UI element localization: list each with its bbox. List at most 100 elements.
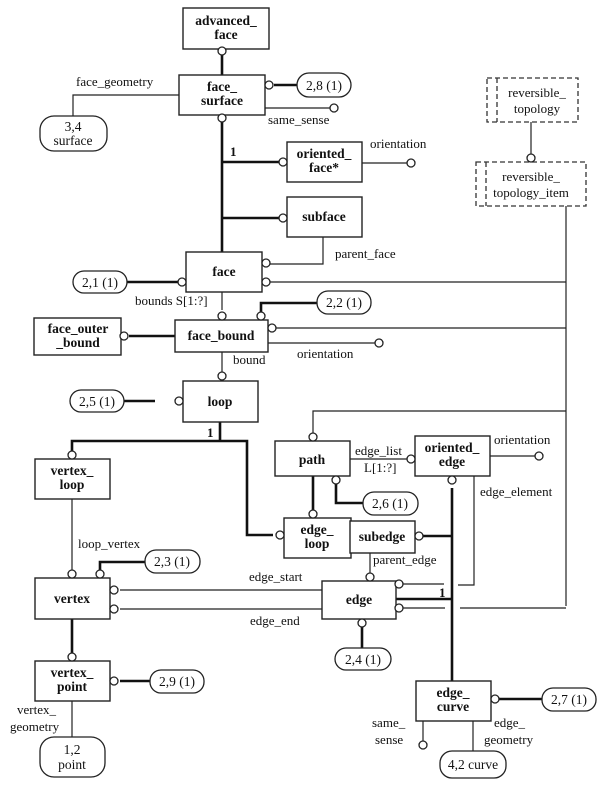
page-ref-text: 2,5 (1) <box>79 394 115 409</box>
entity-name: subedge <box>359 529 406 544</box>
label-oe-orientation: orientation <box>494 432 551 447</box>
end-circle <box>261 258 271 268</box>
end-circle <box>119 331 129 341</box>
label-oneof-loop: 1 <box>207 425 214 440</box>
entity-name: face <box>214 27 237 42</box>
entity-vertex-point[interactable]: vertex_ point <box>34 660 111 702</box>
entity-name: face_bound <box>188 328 255 343</box>
end-circle <box>447 475 457 485</box>
label-edge-list-aggregate: L[1:?] <box>364 460 396 475</box>
page-ref-2-5[interactable]: 2,5 (1) <box>69 389 125 413</box>
entity-edge-loop[interactable]: edge_ loop <box>283 517 352 559</box>
entity-name: edge_ <box>301 522 334 537</box>
entity-face-bound[interactable]: face_bound <box>174 319 269 353</box>
page-ref-2-4[interactable]: 2,4 (1) <box>334 647 392 671</box>
entity-name: surface <box>201 93 243 108</box>
type-reversible-topology[interactable]: reversible_ topology <box>486 77 579 123</box>
end-circle <box>331 475 341 485</box>
entity-vertex[interactable]: vertex <box>34 577 111 620</box>
label-parent-edge: parent_edge <box>373 552 437 567</box>
entity-name: loop <box>305 536 330 551</box>
page-ref-2-3[interactable]: 2,3 (1) <box>144 549 201 574</box>
entity-name: oriented_ <box>425 440 480 455</box>
end-circle <box>278 213 288 223</box>
attr-line-face-geometry <box>72 94 180 116</box>
entity-vertex-loop[interactable]: vertex_ loop <box>34 458 111 500</box>
end-circle <box>177 277 187 287</box>
end-circle <box>95 569 105 579</box>
page-ref-surface[interactable]: 3,4 surface <box>39 115 108 152</box>
end-circle <box>534 451 544 461</box>
page-ref-curve[interactable]: 4,2 curve <box>439 750 507 779</box>
page-ref-text: 4,2 curve <box>448 757 498 772</box>
entity-edge-curve[interactable]: edge_ curve <box>415 680 492 722</box>
end-circle <box>109 676 119 686</box>
end-circle <box>174 396 184 406</box>
end-circle <box>67 450 77 460</box>
entity-oriented-face[interactable]: oriented_ face* <box>286 141 363 183</box>
type-name: reversible_ <box>502 169 560 184</box>
page-ref-text: point <box>58 757 86 772</box>
entity-name: curve <box>437 699 469 714</box>
end-circle <box>490 694 500 704</box>
select-line-path <box>312 410 566 438</box>
page-ref-point[interactable]: 1,2 point <box>39 736 106 778</box>
entity-name: edge <box>439 454 465 469</box>
end-circle <box>264 80 274 90</box>
entity-edge[interactable]: edge <box>321 580 397 620</box>
page-ref-2-8[interactable]: 2,8 (1) <box>296 72 352 98</box>
entity-name: face* <box>309 160 339 175</box>
entity-name: advanced_ <box>195 13 257 28</box>
label-edge-list: edge_list <box>355 443 402 458</box>
entity-name: oriented_ <box>297 146 352 161</box>
end-circle <box>256 311 266 321</box>
end-circle <box>414 531 424 541</box>
entity-name: loop <box>60 477 85 492</box>
end-circle <box>67 569 77 579</box>
end-circle <box>217 311 227 321</box>
entity-face-surface[interactable]: face_ surface <box>178 74 266 116</box>
entity-face-outer-bound[interactable]: face_outer _bound <box>33 317 122 356</box>
entity-oriented-edge[interactable]: oriented_ edge <box>414 435 491 477</box>
end-circle <box>109 585 119 595</box>
page-ref-2-7[interactable]: 2,7 (1) <box>541 687 597 712</box>
type-name: topology <box>514 101 561 116</box>
end-circle <box>418 740 428 750</box>
entity-name: face <box>212 264 235 279</box>
end-circle <box>526 153 536 163</box>
entity-name: loop <box>208 394 233 409</box>
label-same-sense: same_sense <box>268 112 330 127</box>
line-vertex-ref23 <box>98 560 146 570</box>
page-ref-text: 2,2 (1) <box>326 295 362 310</box>
entity-path[interactable]: path <box>274 440 351 477</box>
entity-advanced-face[interactable]: advanced_ face <box>182 7 270 50</box>
page-ref-2-2[interactable]: 2,2 (1) <box>316 290 372 315</box>
page-ref-text: 3,4 <box>65 119 82 134</box>
end-circle <box>267 323 277 333</box>
label-bounds: bounds S[1:?] <box>135 293 208 308</box>
end-circle <box>357 618 367 628</box>
label-of-orientation: orientation <box>370 136 427 151</box>
label-vertex-geometry: geometry <box>10 719 60 734</box>
page-ref-text: 1,2 <box>64 742 81 757</box>
page-ref-text: surface <box>54 133 93 148</box>
entity-face[interactable]: face <box>185 251 263 293</box>
page-ref-2-1[interactable]: 2,1 (1) <box>72 270 128 294</box>
page-ref-2-6[interactable]: 2,6 (1) <box>362 491 419 516</box>
page-ref-text: 2,1 (1) <box>82 275 118 290</box>
entity-loop[interactable]: loop <box>182 380 259 423</box>
subtype-branch-vertex-edge-loop <box>70 439 273 537</box>
entity-name: vertex <box>54 591 90 606</box>
entity-subface[interactable]: subface <box>286 196 363 238</box>
entity-name: face_ <box>207 79 237 94</box>
page-ref-text: 2,7 (1) <box>551 692 587 707</box>
label-ec-same-sense: sense <box>375 732 403 747</box>
label-edge-start: edge_start <box>249 569 303 584</box>
entity-subedge[interactable]: subedge <box>349 520 416 554</box>
page-ref-2-9[interactable]: 2,9 (1) <box>149 669 205 694</box>
label-bound: bound <box>233 352 266 367</box>
type-reversible-topology-item[interactable]: reversible_ topology_item <box>475 161 587 207</box>
label-edge-element: edge_element <box>480 484 553 499</box>
page-ref-text: 2,3 (1) <box>154 554 190 569</box>
label-fb-orientation: orientation <box>297 346 354 361</box>
